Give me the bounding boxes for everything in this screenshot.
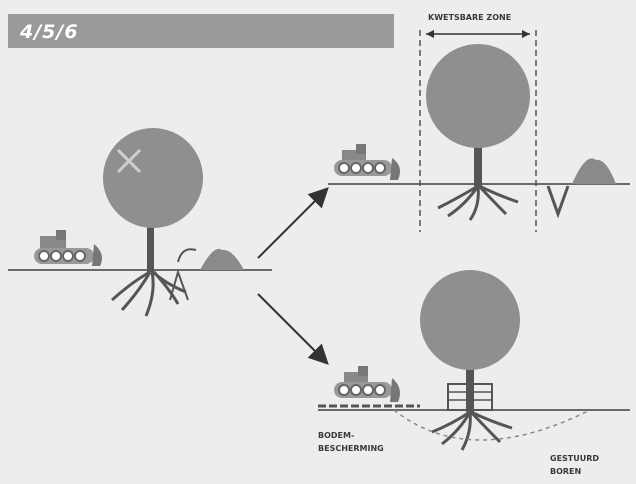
- arrow-up-right: [258, 190, 326, 258]
- zone-arrowhead-left: [426, 30, 434, 38]
- bottom-right-scene: [318, 270, 630, 450]
- bulldozer-icon-left: [34, 230, 102, 266]
- excavation-curve: [178, 249, 196, 262]
- bodembescherming-label-line2: BESCHERMING: [318, 443, 384, 454]
- bodembescherming-label-line1: BODEM-: [318, 430, 354, 441]
- top-right-scene: [328, 30, 630, 232]
- trench-cut-top: [548, 186, 568, 214]
- gestuurd-boren-label-line1: GESTUURD: [550, 453, 599, 464]
- zone-arrowhead-right: [522, 30, 530, 38]
- tree-icon-bottom: [420, 270, 520, 450]
- arrow-down-right: [258, 294, 326, 362]
- bulldozer-icon-bottom: [334, 366, 400, 402]
- bulldozer-icon-top: [334, 144, 400, 180]
- soil-pile-left: [200, 249, 244, 270]
- gestuurd-boren-label-line2: BOREN: [550, 466, 581, 477]
- tree-icon-left: [103, 128, 203, 316]
- left-scene: [8, 128, 272, 316]
- kwetsbare-zone-label: KWETSBARE ZONE: [428, 12, 511, 23]
- tree-icon-top: [426, 44, 530, 220]
- soil-pile-top: [572, 158, 616, 184]
